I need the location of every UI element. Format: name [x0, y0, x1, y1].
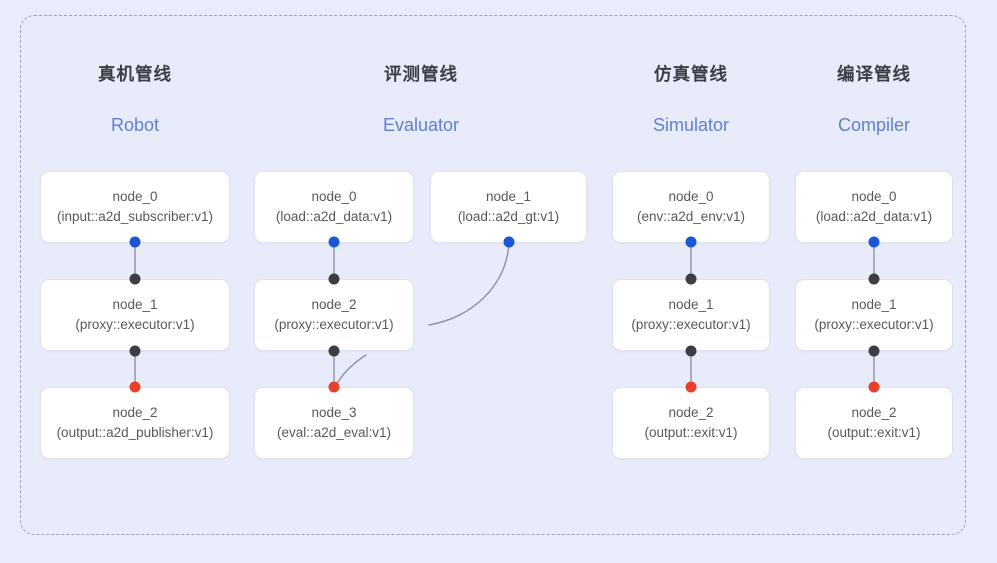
node-simulator-node_0[interactable]: node_0 (env::a2d_env:v1) — [612, 171, 770, 243]
input-port-robot-node_2[interactable] — [129, 381, 141, 393]
node-label-type: (eval::a2d_eval:v1) — [276, 425, 392, 440]
node-label-type: (proxy::executor:v1) — [75, 317, 195, 332]
node-label-name: node_0 — [668, 189, 714, 204]
node-label-type: (output::exit:v1) — [644, 425, 738, 440]
input-port-evaluator-node_2[interactable] — [328, 273, 340, 285]
output-port-evaluator-node_1-gt[interactable] — [503, 236, 515, 248]
node-label-type: (output::a2d_publisher:v1) — [56, 425, 214, 440]
node-label-name: node_2 — [668, 405, 714, 420]
node-compiler-node_0[interactable]: node_0 (load::a2d_data:v1) — [795, 171, 953, 243]
node-evaluator-node_1-gt[interactable]: node_1 (load::a2d_gt:v1) — [430, 171, 587, 243]
node-label-name: node_0 — [851, 189, 897, 204]
node-label-type: (load::a2d_gt:v1) — [457, 209, 560, 224]
output-port-evaluator-node_0[interactable] — [328, 236, 340, 248]
node-label-name: node_2 — [311, 297, 357, 312]
input-port-compiler-node_2[interactable] — [868, 381, 880, 393]
input-port-simulator-node_1[interactable] — [685, 273, 697, 285]
input-port-robot-node_1[interactable] — [129, 273, 141, 285]
output-port-robot-node_0[interactable] — [129, 236, 141, 248]
input-port-evaluator-node_3[interactable] — [328, 381, 340, 393]
output-port-evaluator-node_2[interactable] — [328, 345, 340, 357]
node-label-type: (proxy::executor:v1) — [274, 317, 394, 332]
node-robot-node_1[interactable]: node_1 (proxy::executor:v1) — [40, 279, 230, 351]
node-label-name: node_0 — [311, 189, 357, 204]
node-label-type: (proxy::executor:v1) — [631, 317, 751, 332]
output-port-simulator-node_1[interactable] — [685, 345, 697, 357]
node-robot-node_0[interactable]: node_0 (input::a2d_subscriber:v1) — [40, 171, 230, 243]
node-label-name: node_1 — [851, 297, 897, 312]
input-port-compiler-node_1[interactable] — [868, 273, 880, 285]
output-port-compiler-node_1[interactable] — [868, 345, 880, 357]
node-label-type: (input::a2d_subscriber:v1) — [56, 209, 214, 224]
node-label-name: node_1 — [112, 297, 158, 312]
node-label-name: node_1 — [485, 189, 532, 204]
node-simulator-node_1[interactable]: node_1 (proxy::executor:v1) — [612, 279, 770, 351]
node-evaluator-node_2[interactable]: node_2 (proxy::executor:v1) — [254, 279, 414, 351]
node-label-type: (output::exit:v1) — [827, 425, 921, 440]
output-port-robot-node_1[interactable] — [129, 345, 141, 357]
node-label-name: node_3 — [311, 405, 357, 420]
node-evaluator-node_3[interactable]: node_3 (eval::a2d_eval:v1) — [254, 387, 414, 459]
node-label-type: (proxy::executor:v1) — [814, 317, 934, 332]
node-label-type: (load::a2d_data:v1) — [815, 209, 933, 224]
node-label-type: (load::a2d_data:v1) — [275, 209, 393, 224]
input-port-simulator-node_2[interactable] — [685, 381, 697, 393]
output-port-simulator-node_0[interactable] — [685, 236, 697, 248]
node-compiler-node_1[interactable]: node_1 (proxy::executor:v1) — [795, 279, 953, 351]
node-label-name: node_0 — [112, 189, 158, 204]
node-robot-node_2[interactable]: node_2 (output::a2d_publisher:v1) — [40, 387, 230, 459]
output-port-compiler-node_0[interactable] — [868, 236, 880, 248]
node-simulator-node_2[interactable]: node_2 (output::exit:v1) — [612, 387, 770, 459]
node-label-name: node_1 — [668, 297, 714, 312]
node-label-name: node_2 — [112, 405, 158, 420]
node-compiler-node_2[interactable]: node_2 (output::exit:v1) — [795, 387, 953, 459]
node-label-name: node_2 — [851, 405, 897, 420]
node-evaluator-node_0[interactable]: node_0 (load::a2d_data:v1) — [254, 171, 414, 243]
node-label-type: (env::a2d_env:v1) — [636, 209, 746, 224]
